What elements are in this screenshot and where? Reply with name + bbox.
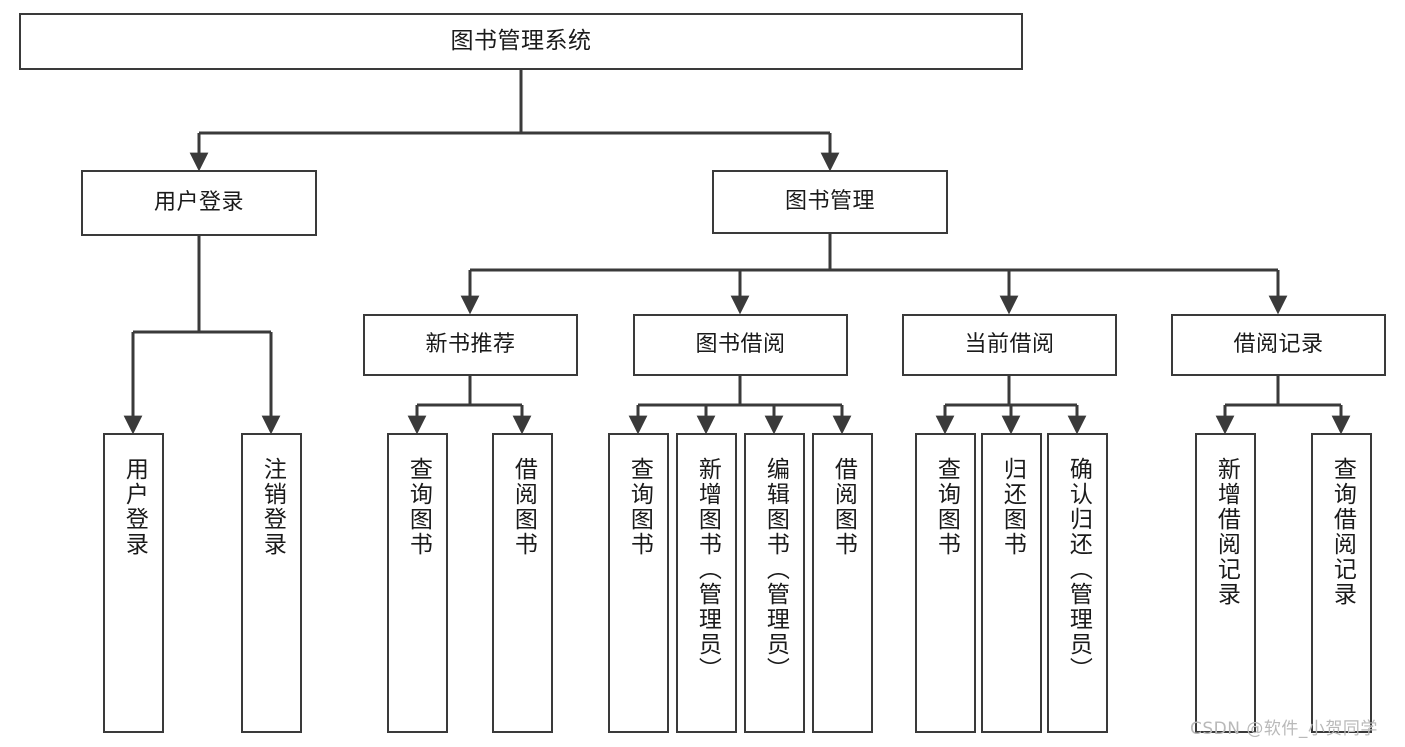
leaf-borrow-record-query-record[interactable]: 查询借阅记录	[1311, 433, 1372, 733]
node-label: 图书管理	[784, 189, 875, 215]
node-label: 新书推荐	[425, 332, 516, 358]
leaf-borrow-record-add-record[interactable]: 新增借阅记录	[1195, 433, 1256, 733]
node-label: 新增借阅记录	[1213, 457, 1240, 607]
node-label: 查询借阅记录	[1329, 457, 1356, 607]
node-label: 当前借阅	[964, 332, 1055, 358]
node-label: 确认归还（管理员）	[1065, 457, 1092, 682]
leaf-new-book-query-book[interactable]: 查询图书	[387, 433, 448, 733]
node-label: 借阅图书	[510, 457, 537, 557]
node-label: 归还图书	[999, 457, 1026, 557]
node-label: 用户登录	[121, 457, 148, 557]
leaf-new-book-borrow-book[interactable]: 借阅图书	[492, 433, 553, 733]
node-label: 查询图书	[405, 457, 432, 557]
node-label: 编辑图书（管理员）	[762, 457, 789, 682]
leaf-book-borrow-query-book[interactable]: 查询图书	[608, 433, 669, 733]
node-borrow-record[interactable]: 借阅记录	[1171, 314, 1386, 376]
leaf-current-borrow-confirm-return-admin[interactable]: 确认归还（管理员）	[1047, 433, 1108, 733]
node-current-borrow[interactable]: 当前借阅	[902, 314, 1117, 376]
leaf-current-borrow-return-book[interactable]: 归还图书	[981, 433, 1042, 733]
csdn-watermark: CSDN @软件_小贺同学	[1190, 719, 1378, 739]
node-label: 借阅记录	[1233, 332, 1324, 358]
leaf-user-login-logout[interactable]: 注销登录	[241, 433, 302, 733]
node-new-book-recommend[interactable]: 新书推荐	[363, 314, 578, 376]
leaf-book-borrow-borrow-book[interactable]: 借阅图书	[812, 433, 873, 733]
leaf-book-borrow-edit-book-admin[interactable]: 编辑图书（管理员）	[744, 433, 805, 733]
node-label: 查询图书	[933, 457, 960, 557]
leaf-book-borrow-add-book-admin[interactable]: 新增图书（管理员）	[676, 433, 737, 733]
node-book-management[interactable]: 图书管理	[712, 170, 948, 234]
node-root-book-management-system[interactable]: 图书管理系统	[19, 13, 1023, 70]
node-book-borrow[interactable]: 图书借阅	[633, 314, 848, 376]
node-label: 用户登录	[153, 190, 244, 216]
node-label: 查询图书	[626, 457, 653, 557]
node-label: 新增图书（管理员）	[694, 457, 721, 682]
leaf-user-login-login[interactable]: 用户登录	[103, 433, 164, 733]
node-label: 图书借阅	[695, 332, 786, 358]
node-label: 借阅图书	[830, 457, 857, 557]
node-user-login[interactable]: 用户登录	[81, 170, 317, 236]
node-label: 图书管理系统	[450, 28, 592, 55]
node-label: 注销登录	[259, 457, 286, 557]
leaf-current-borrow-query-book[interactable]: 查询图书	[915, 433, 976, 733]
